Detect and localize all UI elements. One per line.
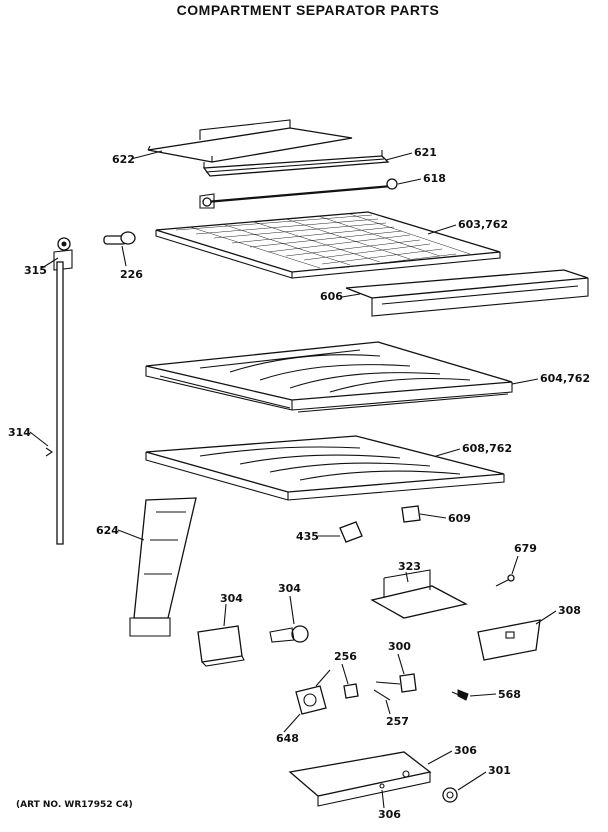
label-306-upper: 306 [454,744,477,757]
part-608-separator [145,435,505,501]
label-608-762: 608,762 [462,442,512,455]
part-624-panel [129,497,197,637]
label-308: 308 [558,604,581,617]
part-257-screw [373,689,391,701]
part-256-clip [343,683,359,699]
part-315-pivot [53,237,73,271]
part-604-separator [145,341,513,413]
part-603-grid-shelf [155,211,501,279]
label-435: 435 [296,530,319,543]
label-323: 323 [398,560,421,573]
label-257: 257 [386,715,409,728]
part-606-trim [345,269,589,317]
label-256: 256 [334,650,357,663]
label-315: 315 [24,264,47,277]
label-306-lower: 306 [378,808,401,821]
label-304-right: 304 [278,582,301,595]
label-618: 618 [423,172,446,185]
part-301-knob [442,787,458,803]
art-number: (ART NO. WR17952 C4) [16,800,133,810]
part-621-channel [202,150,390,177]
label-300: 300 [388,640,411,653]
label-624: 624 [96,524,119,537]
label-622: 622 [112,153,135,166]
part-306-housing [288,751,432,807]
part-609-clip [401,505,421,523]
part-304-block [197,625,245,667]
label-621: 621 [414,146,437,159]
part-435-clip [339,521,363,543]
part-314-rod [45,261,64,545]
part-618-rod [199,178,398,209]
part-300-switch [375,673,417,693]
part-226-knob [103,231,136,245]
part-304-damper [269,625,309,643]
label-606: 606 [320,290,343,303]
part-679-screw [495,574,515,587]
label-679: 679 [514,542,537,555]
label-648: 648 [276,732,299,745]
part-323-bracket [370,569,468,619]
diagram-title: COMPARTMENT SEPARATOR PARTS [177,2,440,18]
label-568: 568 [498,688,521,701]
part-568-screw [451,689,469,701]
label-604-762: 604,762 [540,372,590,385]
part-648-motor [295,669,331,715]
label-304-left: 304 [220,592,243,605]
label-301: 301 [488,764,511,777]
part-622-cover [147,119,353,163]
part-308-plate [477,619,541,661]
label-609: 609 [448,512,471,525]
label-603-762: 603,762 [458,218,508,231]
label-314: 314 [8,426,31,439]
label-226: 226 [120,268,143,281]
